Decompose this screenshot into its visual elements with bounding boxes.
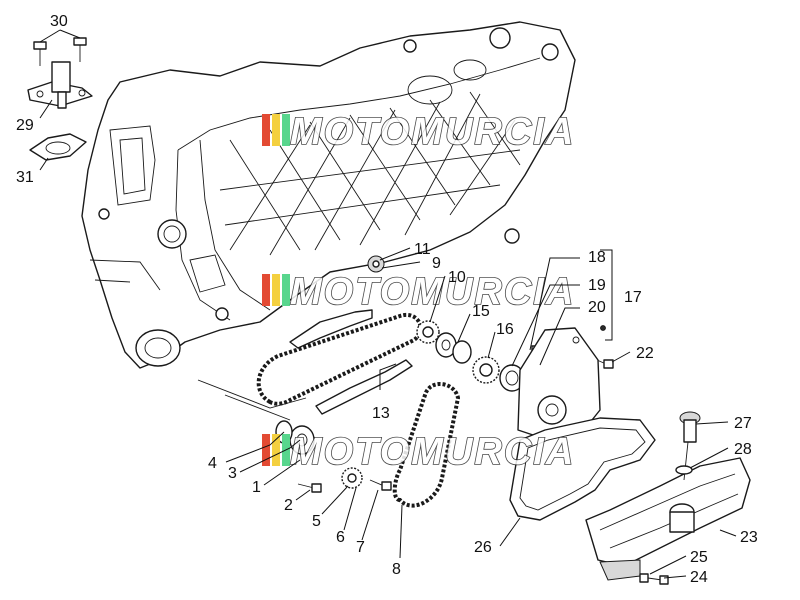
callout-22: 22 — [636, 345, 654, 362]
callout-30: 30 — [50, 13, 68, 30]
callout-23: 23 — [740, 529, 758, 546]
callout-19: 19 — [588, 277, 606, 294]
callout-26: 26 — [474, 539, 492, 556]
chain-8 — [392, 382, 461, 508]
gasket-31 — [29, 133, 87, 161]
oring-28 — [675, 465, 693, 475]
gasket-26 — [509, 417, 656, 521]
callout-15: 15 — [472, 303, 490, 320]
sprocket-16 — [472, 356, 500, 384]
chain-guide-upper — [289, 309, 373, 349]
chain-guide-13 — [315, 359, 413, 415]
tensioner-29 — [27, 61, 93, 109]
sprocket-6 — [341, 467, 363, 489]
callout-25: 25 — [690, 549, 708, 566]
washer-15 — [435, 332, 472, 364]
callout-8: 8 — [392, 561, 401, 578]
callout-3: 3 — [228, 465, 237, 482]
callout-31: 31 — [16, 169, 34, 186]
callout-20: 20 — [588, 299, 606, 316]
svg-text:MOTOMURCIA: MOTOMURCIA — [290, 111, 575, 153]
watermark-2: MOTOMURCIA — [262, 270, 575, 314]
dipstick-27 — [679, 411, 701, 481]
watermark-3: MOTOMURCIA — [262, 430, 575, 474]
callout-1: 1 — [252, 479, 261, 496]
callout-27: 27 — [734, 415, 752, 432]
callout-28: 28 — [734, 441, 752, 458]
callout-16: 16 — [496, 321, 514, 338]
callout-11: 11 — [414, 241, 431, 258]
screw-24-25 — [639, 573, 669, 585]
callout-9: 9 — [432, 255, 441, 272]
callout-6: 6 — [336, 529, 345, 546]
callout-24: 24 — [690, 569, 708, 586]
filter-plug — [669, 503, 695, 533]
svg-text:MOTOMURCIA: MOTOMURCIA — [290, 271, 575, 313]
watermark-1: MOTOMURCIA — [262, 110, 575, 154]
chain-loop-left — [256, 312, 423, 406]
bolt-7 — [369, 479, 392, 491]
callout-labels: 30 29 31 11 9 10 15 16 18 19 20 17 22 13… — [16, 13, 758, 586]
sprocket-9 — [367, 255, 385, 273]
bolt-2 — [297, 483, 322, 493]
callout-4: 4 — [208, 455, 217, 472]
oil-pump-cover-20 — [517, 325, 606, 441]
crankcase — [81, 21, 576, 369]
callout-18: 18 — [588, 249, 606, 266]
callout-10: 10 — [448, 269, 466, 286]
callout-17: 17 — [624, 289, 642, 306]
callout-7: 7 — [356, 539, 365, 556]
callout-2: 2 — [284, 497, 293, 514]
callout-13: 13 — [372, 405, 390, 422]
oil-sump-23 — [585, 457, 751, 581]
callout-29: 29 — [16, 117, 34, 134]
svg-text:MOTOMURCIA: MOTOMURCIA — [290, 431, 575, 473]
leader-lines — [39, 29, 737, 579]
sprocket-10 — [416, 320, 440, 344]
callout-5: 5 — [312, 513, 321, 530]
